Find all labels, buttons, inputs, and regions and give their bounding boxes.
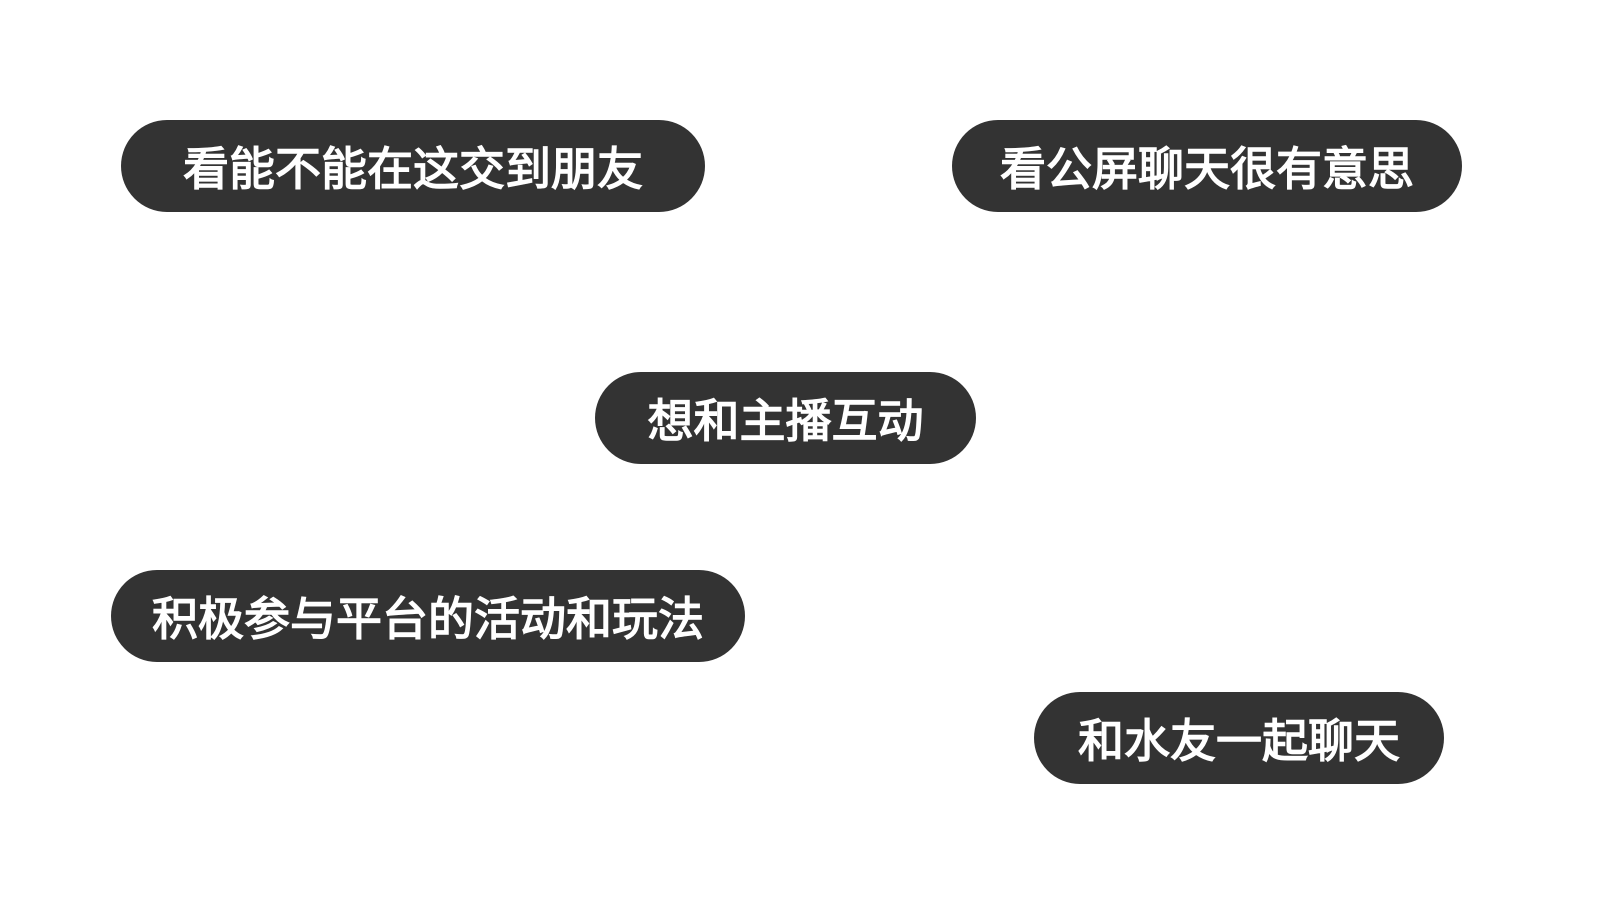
reason-tag-label: 想和主播互动 bbox=[647, 394, 924, 448]
reason-tag-label: 看公屏聊天很有意思 bbox=[1000, 142, 1414, 196]
reason-tag-label: 和水友一起聊天 bbox=[1078, 714, 1400, 768]
reason-tag-make-friends: 看能不能在这交到朋友 bbox=[121, 120, 705, 212]
reason-tag-platform-activities: 积极参与平台的活动和玩法 bbox=[111, 570, 745, 662]
reason-tag-label: 积极参与平台的活动和玩法 bbox=[152, 592, 704, 646]
reason-tag-public-chat: 看公屏聊天很有意思 bbox=[952, 120, 1462, 212]
reason-tag-chat-with-fans: 和水友一起聊天 bbox=[1034, 692, 1444, 784]
reason-tag-label: 看能不能在这交到朋友 bbox=[183, 142, 643, 196]
reason-tag-interact-host: 想和主播互动 bbox=[595, 372, 976, 464]
